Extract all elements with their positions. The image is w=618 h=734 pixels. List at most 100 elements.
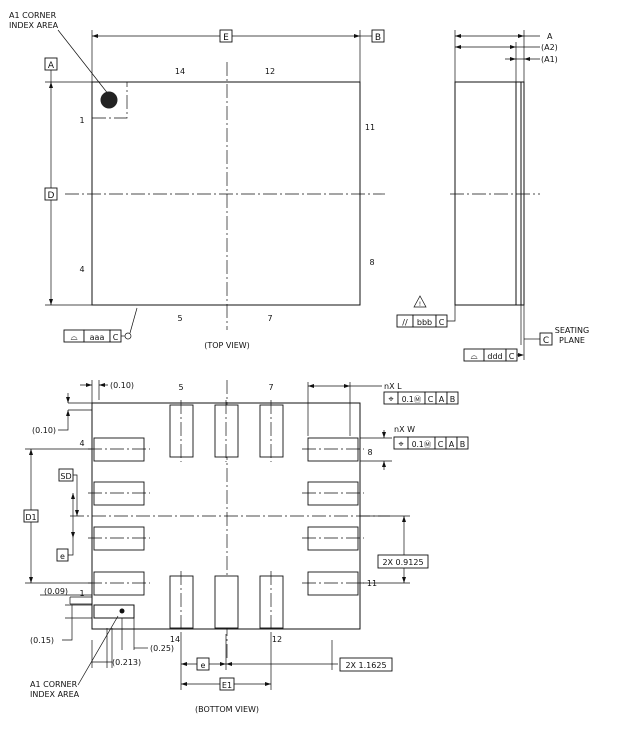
fcf-l-r1: C <box>428 395 434 404</box>
dim-a1-label: (A1) <box>541 55 558 64</box>
datum-b-box <box>371 29 385 43</box>
top-body-outline <box>91 81 361 306</box>
fcf-w-sym: ⌖ <box>398 440 403 450</box>
nxw-label: nX W <box>394 425 415 434</box>
dim-09125-box <box>377 554 429 569</box>
pad-6 <box>214 404 239 458</box>
warning-triangle <box>413 295 427 308</box>
bottom-pin-5: 5 <box>178 383 183 392</box>
parallel-ref: C <box>439 318 445 327</box>
dim-015: (0.15) <box>30 636 54 645</box>
pad-14 <box>169 575 194 629</box>
a1-corner-label-line1: A1 CORNER <box>9 11 57 20</box>
d1-box <box>23 509 39 523</box>
warning-mark: ! <box>419 301 421 308</box>
fcf-w-tol: 0.1Ⓜ <box>412 440 432 449</box>
profile-symbol: ⌓ <box>470 352 477 362</box>
e-small-box <box>56 548 69 562</box>
bottom-pin-4: 4 <box>79 439 84 448</box>
bottom-pin-8: 8 <box>367 448 372 457</box>
top-pin-12: 12 <box>265 67 275 76</box>
pad-8 <box>307 437 359 462</box>
side-body-outline <box>454 81 517 306</box>
dim-d-label: D <box>48 191 55 201</box>
pad-7 <box>259 404 284 458</box>
seating-datum-box <box>539 332 553 346</box>
top-pin-1: 1 <box>79 116 84 125</box>
dim-e-arrow-right <box>354 34 360 38</box>
bottom-pin-7: 7 <box>268 383 273 392</box>
datum-b-label: B <box>375 33 381 43</box>
bottom-view: 5 7 4 8 1 11 14 12 (0.10) (0.10) nX L <box>23 380 469 714</box>
side-view: A (A2) (A1) ! // bbb C C SEATING PLANE <box>396 30 589 362</box>
seating-label-line2: PLANE <box>559 336 585 345</box>
dim-a2-label: (A2) <box>541 43 558 52</box>
d1-label: D1 <box>25 513 36 522</box>
fcf-l-r2: A <box>439 395 445 404</box>
dim-d-arrow-bottom <box>49 299 53 305</box>
profile-tol: ddd <box>487 352 502 361</box>
dim-015-line <box>62 605 73 641</box>
pad-4 <box>93 437 145 462</box>
fcf-l: ⌖ 0.1Ⓜ C A B <box>383 391 459 405</box>
a1-leader-line <box>57 29 110 96</box>
fcf-l-sym: ⌖ <box>388 395 393 405</box>
nxl-label: nX L <box>384 382 402 391</box>
side-terminal-strip <box>521 81 525 306</box>
pad-9 <box>307 481 359 506</box>
a1-index-area-box <box>92 82 128 119</box>
top-pin-8: 8 <box>369 258 374 267</box>
a1-bottom-label-line2: INDEX AREA <box>30 690 80 699</box>
e-bottom-label: e <box>201 661 206 670</box>
top-view: A1 CORNER INDEX AREA E B A D 14 <box>9 11 385 350</box>
dim-11625: 2X 1.1625 <box>345 661 386 670</box>
a1-bottom-leader <box>77 615 119 686</box>
pad-3 <box>93 481 145 506</box>
parallelism-fcf: // bbb C <box>396 305 456 328</box>
side-substrate <box>515 81 522 306</box>
dim-010-top: (0.10) <box>110 381 134 390</box>
parallel-tol: bbb <box>417 318 432 327</box>
dim-d-box <box>44 187 58 201</box>
bottom-pin-11: 11 <box>367 579 377 588</box>
bottom-pin-12: 12 <box>272 635 282 644</box>
top-pin-14: 14 <box>175 67 185 76</box>
pad-13 <box>214 575 239 629</box>
e-bottom-box <box>196 657 210 671</box>
top-pin-4: 4 <box>79 265 84 274</box>
flatness-fcf: ⌓ aaa C <box>63 307 138 343</box>
a1-bottom-label-line1: A1 CORNER <box>30 680 78 689</box>
fcf-w: ⌖ 0.1Ⓜ C A B <box>393 436 469 450</box>
dim-025: (0.25) <box>150 644 174 653</box>
flatness-ref: C <box>113 333 119 342</box>
sd-label: SD <box>60 472 71 481</box>
e1-box <box>219 677 235 691</box>
a1-index-dot-bottom <box>119 608 125 614</box>
dim-e-box <box>219 29 233 43</box>
fcf-w-r2: A <box>449 440 455 449</box>
dim-010-left: (0.10) <box>32 426 56 435</box>
pad-12 <box>259 575 284 629</box>
pad-5 <box>169 404 194 458</box>
flatness-symbol: ⌓ <box>70 333 77 343</box>
dim-d-arrow-top <box>49 82 53 88</box>
e-small-label: e <box>60 552 65 561</box>
dim-009: (0.09) <box>44 587 68 596</box>
dim-09125: 2X 0.9125 <box>382 558 423 567</box>
top-pin-5: 5 <box>177 314 182 323</box>
a1-index-box <box>93 604 135 619</box>
a1-index-dot <box>100 91 118 109</box>
e1-label: E1 <box>222 681 232 690</box>
fcf-w-r3: B <box>460 440 466 449</box>
seating-label-line1: SEATING <box>555 326 589 335</box>
profile-ref: C <box>509 352 515 361</box>
pad-10 <box>307 526 359 551</box>
pad-center-lines-h <box>88 448 364 584</box>
parallel-symbol: // <box>402 318 408 327</box>
pad-center-lines-v <box>180 400 272 634</box>
pad-2 <box>93 526 145 551</box>
dim-11625-box <box>339 657 393 672</box>
seating-datum-label: C <box>543 336 549 346</box>
bottom-pin-14: 14 <box>170 635 180 644</box>
